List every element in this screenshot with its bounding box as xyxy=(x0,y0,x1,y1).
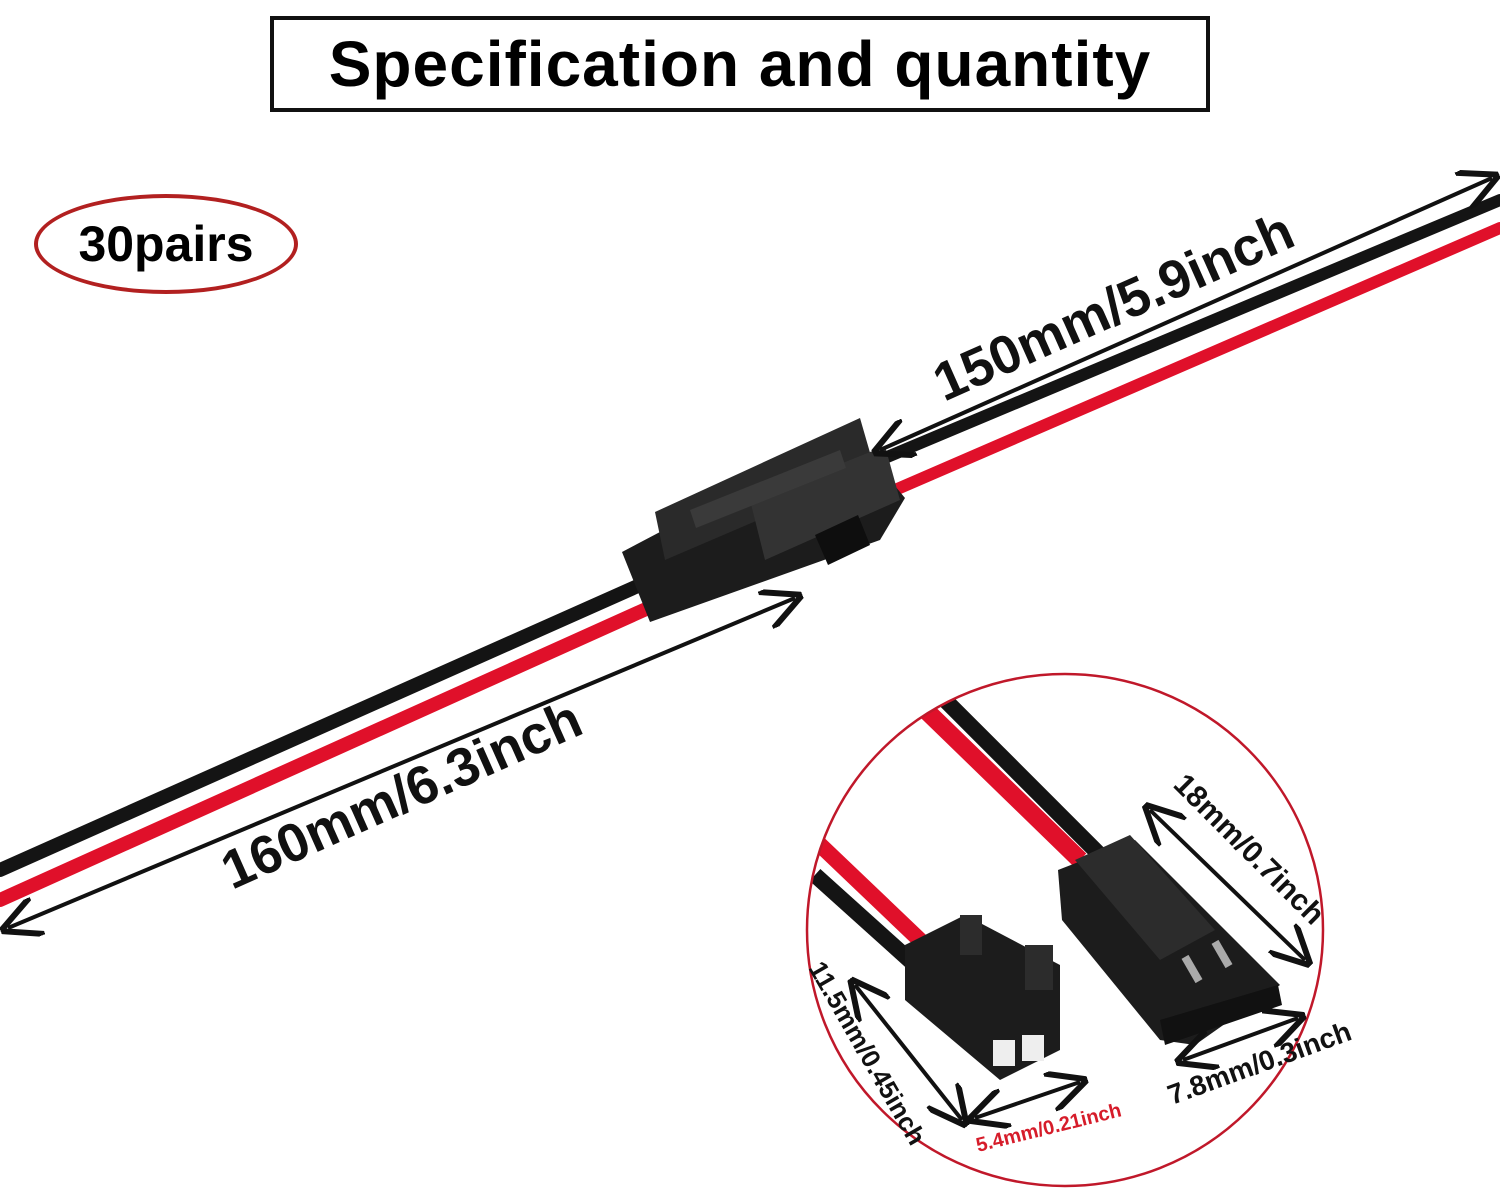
main-connector xyxy=(622,418,905,622)
left-cable-dimension: 160mm/6.3inch xyxy=(8,598,795,928)
female-width-label: 5.4mm/0.21inch xyxy=(974,1099,1124,1156)
right-cable-dimension: 150mm/5.9inch xyxy=(880,178,1492,450)
female-width-dimension: 5.4mm/0.21inch xyxy=(974,1082,1124,1157)
female-connector xyxy=(905,915,1060,1080)
quantity-badge: 30pairs xyxy=(34,194,298,294)
page-title: Specification and quantity xyxy=(270,16,1210,112)
